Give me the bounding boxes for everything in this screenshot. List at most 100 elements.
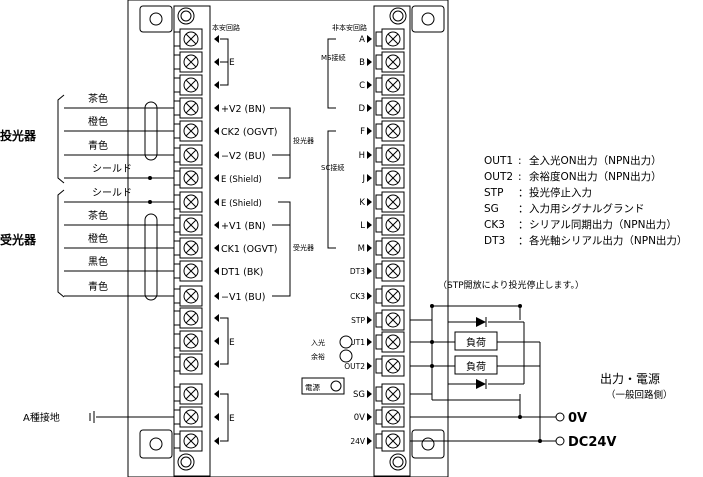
terminal-0v-icon — [555, 412, 565, 422]
arrow-icon — [214, 127, 219, 135]
legend-code-3: SG — [484, 203, 499, 215]
receiver-terminal-0-tab — [173, 194, 181, 210]
legend-desc-5: 各光軸シリアル出力（NPN出力） — [529, 234, 687, 247]
right-terminal-6-tab — [375, 170, 383, 186]
legend-desc-1: 余裕度ON出力（NPN出力） — [529, 170, 662, 183]
legend-code-0: OUT1 — [484, 155, 513, 167]
right-label-a: A — [359, 35, 365, 45]
left-terminal-mid-2-tab — [173, 356, 181, 372]
output-subtitle: （一般回路側） — [606, 389, 673, 401]
legend-sep-5: ： — [518, 235, 529, 247]
receiver-bracket-label: 受光器 — [293, 243, 314, 252]
shield-junction — [148, 176, 152, 180]
emitter-signal-2: −V2 (BU) — [221, 151, 265, 162]
right-terminal-10-slot — [387, 265, 399, 277]
emitter-wire-label-0: 茶色 — [88, 92, 108, 105]
power-led-icon — [330, 380, 342, 392]
right-label-k: K — [359, 198, 365, 208]
diode-top-tri — [476, 317, 486, 327]
receiver-terminal-0-slot — [185, 196, 197, 208]
right-label-f: F — [360, 127, 365, 137]
left-terminal-top-0-slot — [185, 33, 197, 45]
right-terminal-11-tab — [375, 288, 383, 304]
receiver-terminal-2-tab — [173, 240, 181, 256]
power-label: 電源 — [305, 383, 320, 392]
emitter-wire-label-1: 橙色 — [88, 115, 108, 128]
left-terminal-top-2-slot — [185, 79, 197, 91]
top-screw-left-icon-inner — [180, 10, 192, 22]
emitter-terminal-1-tab — [173, 123, 181, 139]
bottom-screw-right-icon — [389, 453, 407, 471]
diode-bottom-tri — [476, 379, 486, 389]
output-title: 出力・電源 — [600, 372, 660, 386]
arrow-icon — [214, 198, 219, 206]
legend-desc-0: 全入光ON出力（NPN出力） — [529, 154, 662, 167]
right-label-0v: 0V — [354, 413, 365, 423]
right-label-j: J — [361, 174, 365, 184]
mount-hole-icon — [149, 437, 163, 451]
arrow-icon — [367, 35, 372, 43]
right-label-out2: OUT2 — [344, 362, 365, 371]
right-label-c: C — [359, 81, 365, 91]
receiver-terminal-4-tab — [173, 288, 181, 304]
right-terminal-1-slot — [387, 56, 399, 68]
node — [518, 415, 522, 419]
left-terminal-mid-0-tab — [173, 310, 181, 326]
node — [430, 304, 434, 308]
receiver-wire-label-0: シールド — [92, 188, 132, 199]
arrow-icon — [214, 390, 219, 398]
emitter-cable-clamp — [144, 101, 158, 161]
receiver-group-label: 受光器 — [0, 232, 37, 247]
right-terminal-2-tab — [375, 77, 383, 93]
terminal-0v-label: 0V — [568, 411, 587, 426]
left-terminal-top-1-tab — [173, 54, 181, 70]
left-terminal-bottom-2-slot — [185, 435, 197, 447]
sc-bracket-label: SC接続 — [321, 163, 344, 172]
emitter-terminal-3-slot — [185, 172, 197, 184]
margin-indicator-icon — [339, 349, 353, 363]
right-terminal-3-slot — [387, 102, 399, 114]
legend-sep-1: : — [518, 171, 522, 183]
arrow-icon — [214, 360, 219, 368]
right-terminal-5-slot — [387, 149, 399, 161]
right-terminal-17-tab — [375, 433, 383, 449]
arrow-icon — [367, 362, 372, 370]
arrow-icon — [214, 244, 219, 252]
emitter-bracket — [270, 107, 291, 179]
load-box-2 — [454, 355, 498, 375]
arrow-icon — [214, 314, 219, 322]
header-left: 本安回路 — [212, 23, 240, 32]
light-in-indicator-icon — [339, 335, 353, 349]
right-terminal-4-slot — [387, 125, 399, 137]
right-label-stp: STP — [351, 316, 365, 325]
left-terminal-mid-1-tab — [173, 333, 181, 349]
terminal-24v-label: DC24V — [568, 435, 616, 450]
legend-code-2: STP — [484, 187, 503, 199]
left-terminal-top-0-tab — [173, 31, 181, 47]
arrow-icon — [367, 174, 372, 182]
terminal-24v-icon — [555, 436, 565, 446]
arrow-icon — [214, 292, 219, 300]
top-screw-right-icon-inner — [392, 10, 404, 22]
e-bracket-mid — [220, 317, 229, 365]
right-terminal-14-slot — [387, 360, 399, 372]
right-terminal-10-tab — [375, 263, 383, 279]
receiver-terminal-1-slot — [185, 219, 197, 231]
receiver-terminal-2-slot — [185, 242, 197, 254]
arrow-icon — [214, 81, 219, 89]
e-label-mid: E — [229, 338, 235, 348]
receiver-wire-label-1: 茶色 — [88, 209, 108, 222]
node — [518, 304, 522, 308]
right-terminal-16-tab — [375, 409, 383, 425]
mount-hole-icon — [421, 12, 435, 26]
legend-sep-4: ： — [518, 219, 529, 231]
bottom-screw-left-icon-inner — [180, 456, 192, 468]
receiver-terminal-3-slot — [185, 265, 197, 277]
legend-sep-3: ： — [518, 203, 529, 215]
right-label-m: M — [358, 244, 365, 254]
receiver-cable-clamp — [144, 213, 158, 301]
emitter-bracket-label: 投光器 — [293, 136, 314, 145]
right-terminal-13-slot — [387, 336, 399, 348]
arrow-icon — [367, 151, 372, 159]
e-label-top: E — [229, 58, 235, 68]
